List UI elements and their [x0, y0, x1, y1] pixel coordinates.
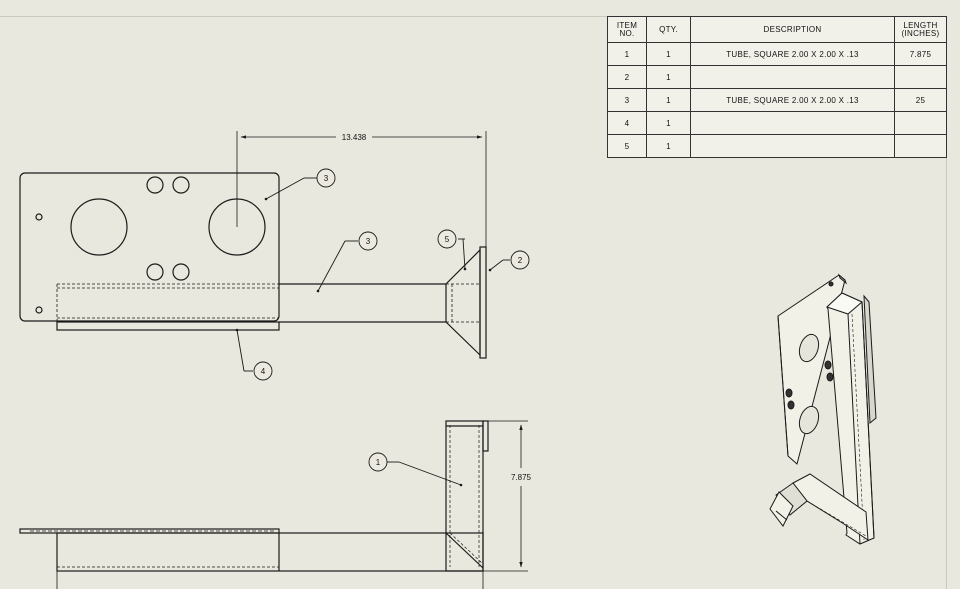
svg-text:1: 1: [376, 458, 381, 467]
bom-cell-qty: 1: [646, 42, 691, 66]
bom-cell-description: [690, 134, 895, 158]
bom-header-qty: QTY.: [646, 16, 691, 43]
end-plate-side: [482, 420, 489, 452]
bill-of-materials-table: ITEM NO. QTY. DESCRIPTION LENGTH (INCHES…: [607, 16, 947, 158]
large-hole-left: [70, 198, 128, 256]
balloon-bottom-bar: 4: [253, 361, 273, 381]
upright-tube: [445, 420, 484, 572]
front-view: [19, 420, 528, 589]
bom-header-length: LENGTH (INCHES): [894, 16, 947, 43]
dimension-front-height: [483, 420, 528, 572]
bom-header-row: ITEM NO. QTY. DESCRIPTION LENGTH (INCHES…: [607, 16, 947, 43]
svg-text:4: 4: [261, 367, 266, 376]
pin-hole: [35, 213, 43, 221]
gusset: [445, 248, 481, 357]
table-row: 5 1: [607, 134, 947, 158]
table-row: 2 1: [607, 65, 947, 89]
small-hole: [146, 176, 164, 194]
bom-cell-item: 1: [607, 42, 647, 66]
bom-cell-description: TUBE, SQUARE 2.00 X 2.00 X .13: [690, 88, 895, 112]
small-hole: [172, 176, 190, 194]
dimension-label-top-width: 13.438: [342, 133, 367, 142]
iso-end-plate: [769, 491, 794, 527]
svg-text:3: 3: [366, 237, 371, 246]
bom-cell-item: 5: [607, 134, 647, 158]
sheet-border-top: [0, 16, 946, 17]
balloon-leader-front: [387, 461, 462, 486]
bom-cell-length: [894, 134, 947, 158]
mounting-plate: [19, 172, 280, 322]
long-tube: [56, 283, 446, 323]
dimension-top-width: [236, 131, 487, 247]
svg-text:5: 5: [445, 235, 450, 244]
small-hole: [172, 263, 190, 281]
isometric-view: [769, 273, 877, 545]
pin-hole: [35, 306, 43, 314]
dimension-label-front-height: 7.875: [511, 473, 532, 482]
long-tube-side: [56, 532, 484, 572]
top-view: [19, 131, 487, 359]
bom-cell-description: TUBE, SQUARE 2.00 X 2.00 X .13: [690, 42, 895, 66]
balloon-long-tube: 3: [358, 231, 378, 251]
bom-cell-description: [690, 111, 895, 135]
svg-text:3: 3: [324, 174, 329, 183]
bottom-bar: [56, 321, 280, 331]
sheet-border-right: [946, 16, 947, 589]
balloon-upright-tube: 1: [368, 452, 388, 472]
end-plate: [479, 246, 487, 359]
balloon-gusset: 5: [437, 229, 457, 249]
table-row: 4 1: [607, 111, 947, 135]
balloon-end-plate: 2: [510, 250, 530, 270]
balloon-plate: 3: [316, 168, 336, 188]
svg-text:2: 2: [518, 256, 523, 265]
balloon-leaders-top: [236, 177, 510, 372]
small-hole: [146, 263, 164, 281]
bom-cell-qty: 1: [646, 134, 691, 158]
